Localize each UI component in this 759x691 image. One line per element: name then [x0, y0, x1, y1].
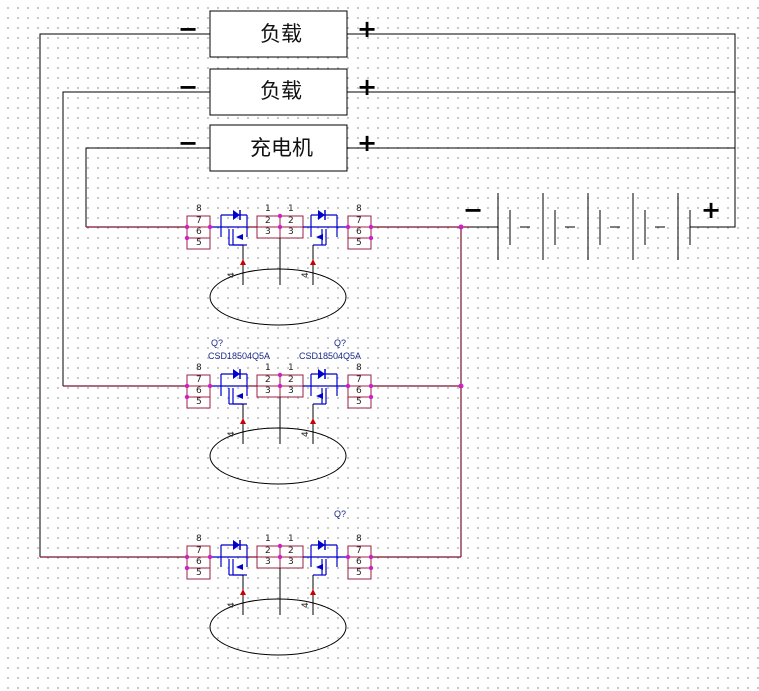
part-right-row2: CSD18504Q5A [299, 351, 361, 361]
gate-pin-label: 4 [301, 431, 311, 437]
bus-node-1 [458, 224, 464, 230]
pin-label: 2 [265, 375, 271, 385]
pin-label: 3 [265, 557, 271, 567]
pin-label: 3 [288, 227, 294, 237]
pin-label: 8 [356, 204, 362, 214]
mosfet-pair-row-2[interactable] [184, 368, 374, 485]
pin-label: 7 [196, 216, 202, 226]
pin-label: 5 [356, 568, 362, 578]
pin-label: 7 [196, 546, 202, 556]
load-box-2[interactable]: 负载 [209, 68, 348, 116]
pin-label: 6 [356, 557, 362, 567]
load2-plus-sign: + [357, 73, 377, 101]
part-left-row2: CSD18504Q5A [208, 351, 270, 361]
pin-label: 3 [288, 557, 294, 567]
pin-label: 6 [356, 227, 362, 237]
pin-label: 8 [356, 534, 362, 544]
pin-label: 8 [196, 363, 202, 373]
pin-labels-row-3: 8 7 6 5 1 1 2 2 3 3 8 7 6 5 4 4 [196, 534, 362, 608]
battery-plus-sign: + [701, 196, 721, 224]
pin-label: 2 [288, 216, 294, 226]
gate-pin-label: 4 [227, 272, 237, 278]
charger-box[interactable]: 充电机 [209, 124, 348, 172]
pin-label: 1 [288, 534, 294, 544]
ref-q-right-row3: Q? [334, 509, 346, 519]
battery-pack[interactable] [470, 193, 691, 260]
pin-label: 5 [196, 568, 202, 578]
gate-pin-label: 4 [301, 272, 311, 278]
pin-label: 3 [288, 386, 294, 396]
gate-pin-label: 4 [227, 602, 237, 608]
load1-plus-sign: + [357, 15, 377, 43]
pin-label: 8 [196, 204, 202, 214]
pin-label: 2 [288, 546, 294, 556]
load-box-1[interactable]: 负载 [209, 10, 348, 58]
mosfet-pair-row-1[interactable] [184, 209, 374, 326]
pin-label: 7 [356, 375, 362, 385]
ref-q-right-row2: Q? [334, 338, 346, 348]
black-wires [39, 33, 736, 557]
pin-label: 8 [356, 363, 362, 373]
pin-label: 2 [288, 375, 294, 385]
pin-label: 5 [356, 238, 362, 248]
mosfet-pair-row-3[interactable] [184, 539, 374, 656]
pin-labels-row-2: 8 7 6 5 1 1 2 2 3 3 8 7 6 5 4 4 [196, 363, 362, 437]
pin-label: 1 [288, 363, 294, 373]
battery-minus-sign: − [463, 196, 483, 224]
pin-label: 7 [196, 375, 202, 385]
load-box-2-label: 负载 [260, 79, 302, 103]
pin-label: 3 [265, 386, 271, 396]
pin-label: 2 [265, 216, 271, 226]
pin-label: 5 [196, 238, 202, 248]
load-box-1-label: 负载 [260, 22, 302, 46]
pin-label: 5 [356, 397, 362, 407]
bus-wires [40, 226, 470, 558]
pin-label: 1 [265, 204, 271, 214]
pin-label: 6 [196, 386, 202, 396]
pin-label: 6 [196, 557, 202, 567]
pin-label: 8 [196, 534, 202, 544]
bus-node-2 [458, 383, 464, 389]
pin-label: 1 [265, 534, 271, 544]
charger-plus-sign: + [357, 129, 377, 157]
ref-q-left-row2: Q? [211, 338, 223, 348]
pin-label: 1 [288, 204, 294, 214]
pin-label: 2 [265, 546, 271, 556]
pin-label: 7 [356, 546, 362, 556]
pin-label: 5 [196, 397, 202, 407]
pin-label: 6 [196, 227, 202, 237]
charger-box-label: 充电机 [250, 136, 313, 160]
load1-minus-sign: − [178, 15, 198, 43]
gate-pin-label: 4 [227, 431, 237, 437]
pin-label: 7 [356, 216, 362, 226]
pin-labels-row-1: 8 7 6 5 1 1 2 2 3 3 8 7 6 5 4 4 [196, 204, 362, 278]
load2-minus-sign: − [178, 73, 198, 101]
pin-label: 3 [265, 227, 271, 237]
gate-pin-label: 4 [301, 602, 311, 608]
pin-label: 1 [265, 363, 271, 373]
charger-minus-sign: − [178, 129, 198, 157]
pin-label: 6 [356, 386, 362, 396]
